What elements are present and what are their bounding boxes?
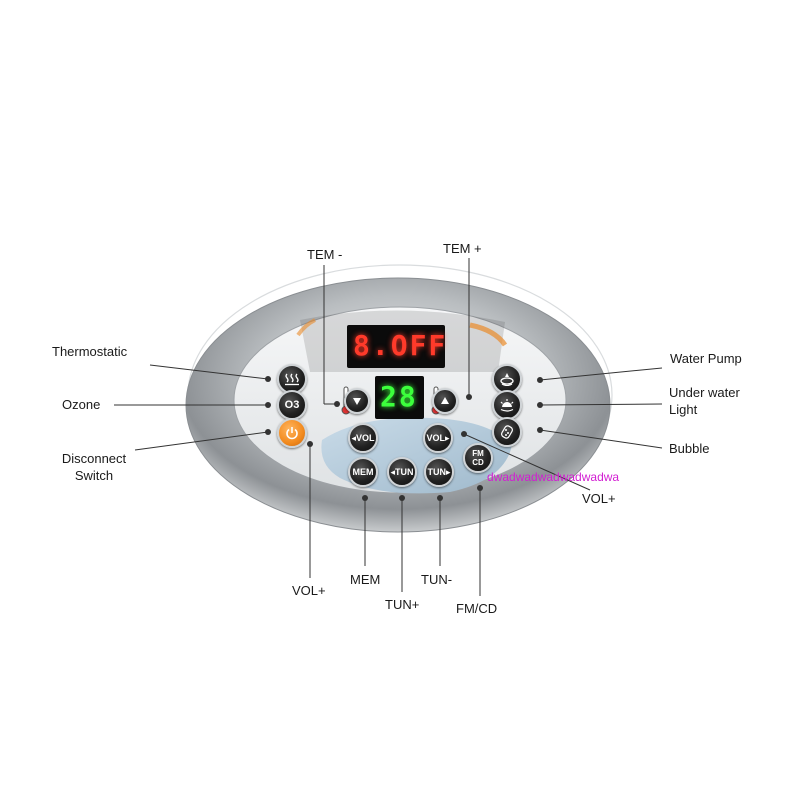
label-tem-minus: TEM - xyxy=(307,247,343,262)
label-disconnect-line2: Switch xyxy=(74,468,114,483)
tun-left-label: TUN xyxy=(395,467,414,477)
power-button[interactable] xyxy=(277,418,307,448)
tun-minus-button[interactable]: ◂ TUN xyxy=(387,457,417,487)
watermark-text: dwadwadwadwadwadwa xyxy=(487,470,620,484)
label-tun-plus: TUN+ xyxy=(385,597,420,612)
tun-right-label: TUN xyxy=(427,467,446,477)
top-display-box xyxy=(347,325,445,368)
label-mem: MEM xyxy=(350,572,381,587)
mem-button[interactable]: MEM xyxy=(348,457,378,487)
temp-up-button[interactable] xyxy=(432,388,458,414)
label-ozone: Ozone xyxy=(62,397,101,412)
underwater-light-button[interactable] xyxy=(492,390,522,420)
tun-plus-button[interactable]: TUN ▸ xyxy=(424,457,454,487)
fm-cd-button[interactable]: FM CD xyxy=(463,443,493,473)
tun-left-arrow-icon: ◂ xyxy=(390,466,396,477)
ozone-button-label: O3 xyxy=(284,399,300,411)
steam-heat-icon xyxy=(285,373,299,386)
label-under-water-light: Under water Light xyxy=(669,384,740,418)
tun-right-arrow-icon: ▸ xyxy=(445,466,451,477)
bubble-button[interactable] xyxy=(492,417,522,447)
label-disconnect-line1: Disconnect xyxy=(61,451,127,466)
leader-lines xyxy=(114,258,663,596)
label-vol-plus-right: VOL+ xyxy=(582,491,616,506)
label-water-pump: Water Pump xyxy=(670,351,742,366)
label-under-water-line2: Light xyxy=(669,402,698,417)
light-icon xyxy=(500,399,514,412)
vol-left-label: VOL xyxy=(356,433,375,443)
label-fm-cd: FM/CD xyxy=(456,601,498,616)
label-under-water-line1: Under water xyxy=(669,385,740,400)
ozone-button[interactable]: O3 xyxy=(277,390,307,420)
label-disconnect-switch: Disconnect Switch xyxy=(52,450,136,484)
top-display-text: 8.OFF xyxy=(353,329,448,362)
vol-left-arrow-icon: ◂ xyxy=(351,432,356,443)
temp-down-button[interactable] xyxy=(344,388,370,414)
triangle-down-icon xyxy=(353,398,361,405)
water-pump-button[interactable] xyxy=(492,364,522,394)
triangle-up-icon xyxy=(441,397,449,404)
vol-plus-button[interactable]: VOL ▸ xyxy=(423,423,453,453)
label-vol-plus-left: VOL+ xyxy=(292,583,326,598)
water-pump-icon xyxy=(500,373,514,386)
label-tun-minus: TUN- xyxy=(421,572,453,587)
vol-minus-button[interactable]: ◂ VOL xyxy=(348,423,378,453)
label-thermostatic: Thermostatic xyxy=(52,344,128,359)
label-tem-plus: TEM + xyxy=(443,241,482,256)
bubble-icon xyxy=(501,425,513,439)
mem-label: MEM xyxy=(352,467,374,477)
fm-label: FM xyxy=(472,449,484,458)
vol-right-label: VOL xyxy=(426,433,445,443)
bottom-display-box xyxy=(375,376,424,419)
cd-label: CD xyxy=(472,458,484,467)
label-bubble: Bubble xyxy=(669,441,710,456)
vol-right-arrow-icon: ▸ xyxy=(444,432,450,443)
bottom-display-text: 28 xyxy=(380,380,418,413)
power-icon xyxy=(286,427,298,440)
